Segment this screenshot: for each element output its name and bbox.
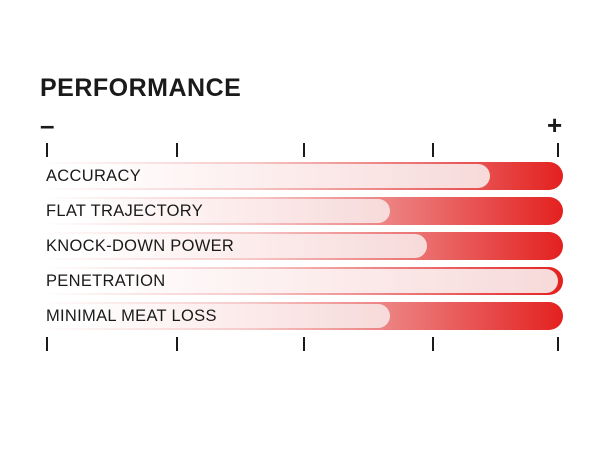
bar-label: KNOCK-DOWN POWER	[46, 237, 235, 255]
bar-value-fill	[40, 304, 390, 328]
top-tick-1	[46, 143, 48, 157]
bar-track: FLAT TRAJECTORY	[40, 197, 563, 225]
bottom-tick-2	[176, 337, 178, 351]
bar-track: PENETRATION	[40, 267, 563, 295]
bar-label: PENETRATION	[46, 272, 166, 290]
bottom-tick-1	[46, 337, 48, 351]
top-tick-5	[557, 143, 559, 157]
bar-track: KNOCK-DOWN POWER	[40, 232, 563, 260]
bottom-tick-5	[557, 337, 559, 351]
bar-label: ACCURACY	[46, 167, 141, 185]
bar-label: FLAT TRAJECTORY	[46, 202, 204, 220]
bar-value-fill	[40, 164, 490, 188]
scale-min-label: –	[40, 110, 55, 140]
bottom-tick-3	[303, 337, 305, 351]
scale-max-label: +	[547, 110, 563, 140]
top-tick-4	[432, 143, 434, 157]
bar-label: MINIMAL MEAT LOSS	[46, 307, 217, 325]
bar-track: MINIMAL MEAT LOSS	[40, 302, 563, 330]
chart-title: PERFORMANCE	[40, 74, 242, 102]
bar-value-fill	[40, 234, 427, 258]
bar-value-fill	[40, 199, 390, 223]
bar-value-fill	[40, 269, 558, 293]
top-tick-3	[303, 143, 305, 157]
top-tick-2	[176, 143, 178, 157]
bar-track: ACCURACY	[40, 162, 563, 190]
bottom-tick-4	[432, 337, 434, 351]
